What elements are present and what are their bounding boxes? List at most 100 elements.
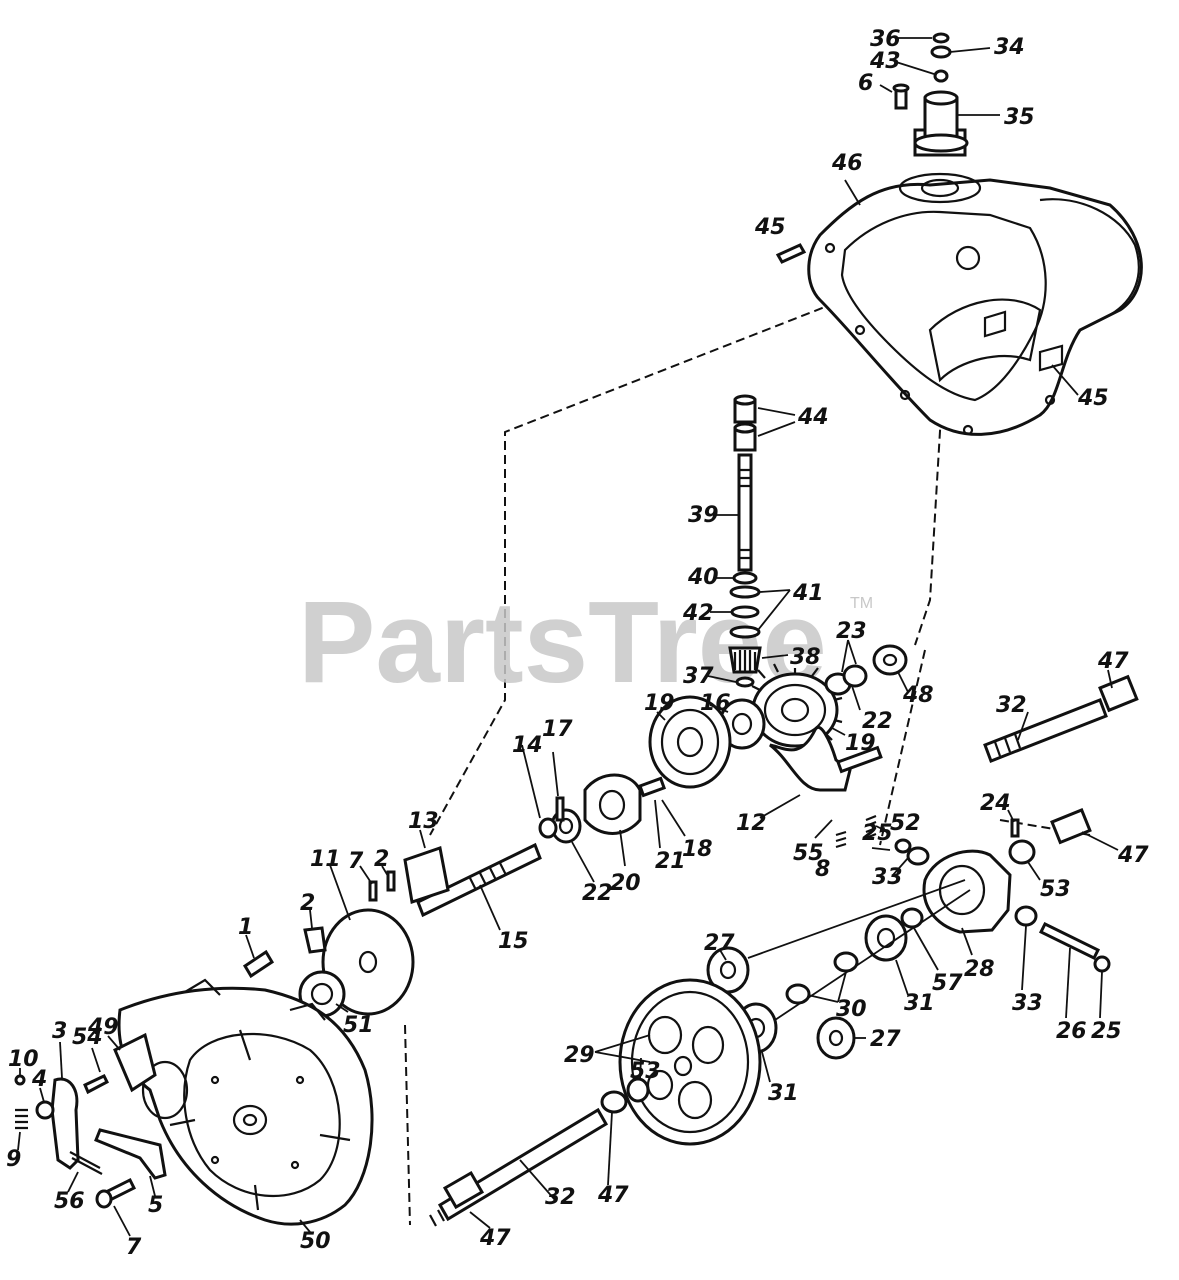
bushing-47-top: [1098, 674, 1139, 713]
label-12: 12: [736, 811, 767, 836]
label-49: 49: [87, 1015, 119, 1040]
label-1: 1: [238, 915, 253, 940]
washer-14: [538, 817, 558, 839]
bolt-6: [892, 83, 910, 110]
label-20: 20: [610, 871, 641, 896]
label-32-lower: 32: [545, 1185, 576, 1210]
gear-27-upper: [706, 946, 750, 994]
label-14: 14: [512, 733, 543, 758]
axle-32-right: [983, 698, 1108, 763]
washer-33-upper: [906, 846, 930, 866]
label-2-lower: 2: [300, 891, 315, 916]
label-10: 10: [8, 1047, 39, 1072]
label-22-lower: 22: [582, 881, 613, 906]
pin-54: [83, 1074, 109, 1095]
bolt-7-lower: [95, 1177, 137, 1209]
washer-25-upper: [894, 838, 912, 854]
label-3: 3: [52, 1019, 67, 1044]
label-23: 23: [836, 619, 867, 644]
label-21: 21: [655, 849, 686, 874]
label-8: 8: [815, 857, 830, 882]
bevel-gear-31-upper: [864, 914, 908, 962]
bearing-housing-35: [913, 90, 969, 157]
pin-26: [1038, 921, 1101, 961]
part-labels: 36 34 43 6 35 46 45 45 44 39 40 41 42 23…: [6, 27, 1149, 1260]
label-27-lower: 27: [870, 1027, 901, 1052]
spring-52: [865, 814, 877, 840]
label-33-lower: 33: [1012, 991, 1043, 1016]
lower-housing-50: [117, 978, 374, 1226]
screw-24: [1010, 818, 1020, 838]
alignment-line-lower: [774, 889, 971, 1021]
label-29: 29: [564, 1043, 595, 1068]
label-40: 40: [687, 565, 719, 590]
label-53-lower: 53: [630, 1059, 661, 1084]
label-4: 4: [31, 1067, 47, 1092]
label-42: 42: [682, 601, 714, 626]
label-17: 17: [542, 717, 573, 742]
label-53-right: 53: [1040, 877, 1071, 902]
label-33-upper: 33: [872, 865, 903, 890]
screws-2-7: [368, 870, 396, 902]
disc-11: [321, 908, 415, 1016]
washer-53-right: [1008, 839, 1036, 865]
bushing-47-mid: [600, 1090, 628, 1114]
clip-2: [303, 926, 327, 954]
label-32-right: 32: [996, 693, 1027, 718]
label-19-right: 19: [845, 731, 876, 756]
label-28: 28: [964, 957, 995, 982]
label-31-upper: 31: [904, 991, 935, 1016]
label-22-upper: 22: [862, 709, 893, 734]
pin-45: [775, 243, 807, 264]
spring-8: [835, 830, 847, 849]
label-46: 46: [831, 151, 863, 176]
label-47-mid: 47: [597, 1183, 629, 1208]
gear-27-lower: [816, 1016, 856, 1060]
label-35: 35: [1004, 105, 1035, 130]
label-48: 48: [902, 683, 934, 708]
label-47-lower: 47: [479, 1226, 511, 1251]
shift-fork-12: [769, 726, 883, 792]
washers-22-23: [824, 664, 868, 696]
label-37: 37: [683, 664, 714, 689]
label-26: 26: [1056, 1019, 1087, 1044]
label-2-upper: 2: [374, 847, 389, 872]
label-50: 50: [300, 1229, 331, 1254]
label-45-top: 45: [754, 215, 786, 240]
label-9: 9: [6, 1147, 21, 1172]
bull-gear-29: [618, 978, 762, 1146]
lever-5: [94, 1128, 167, 1180]
spring-56: [69, 1151, 103, 1175]
screw-17: [555, 796, 565, 822]
label-7-lower: 7: [126, 1235, 142, 1260]
label-31-lower: 31: [768, 1081, 799, 1106]
label-24: 24: [980, 791, 1011, 816]
label-52: 52: [890, 811, 921, 836]
spring-18-21: [638, 776, 667, 798]
label-54: 54: [72, 1025, 103, 1050]
label-36: 36: [870, 27, 901, 52]
washer-4: [35, 1100, 55, 1120]
label-25-lower: 25: [1091, 1019, 1122, 1044]
label-19-left: 19: [644, 691, 675, 716]
leader-lines: [17, 37, 1119, 1237]
bushing-47-right: [1050, 808, 1092, 845]
nut-30-lower: [785, 983, 811, 1005]
spring-9-10: [14, 1074, 28, 1130]
label-41: 41: [792, 581, 824, 606]
axle-32-lower: [429, 1107, 609, 1227]
label-7-upper: 7: [348, 849, 364, 874]
bracket-3: [50, 1077, 80, 1170]
label-15: 15: [498, 929, 529, 954]
label-6: 6: [858, 71, 873, 96]
label-44: 44: [797, 405, 829, 430]
part-48: [872, 644, 908, 676]
shaft-assembly: [728, 394, 762, 688]
washers-top: [930, 32, 952, 83]
washer-33-lower: [1014, 905, 1038, 927]
shift-lever-49: [113, 1032, 157, 1093]
label-45-right: 45: [1077, 386, 1109, 411]
bracket-13: [403, 846, 450, 904]
